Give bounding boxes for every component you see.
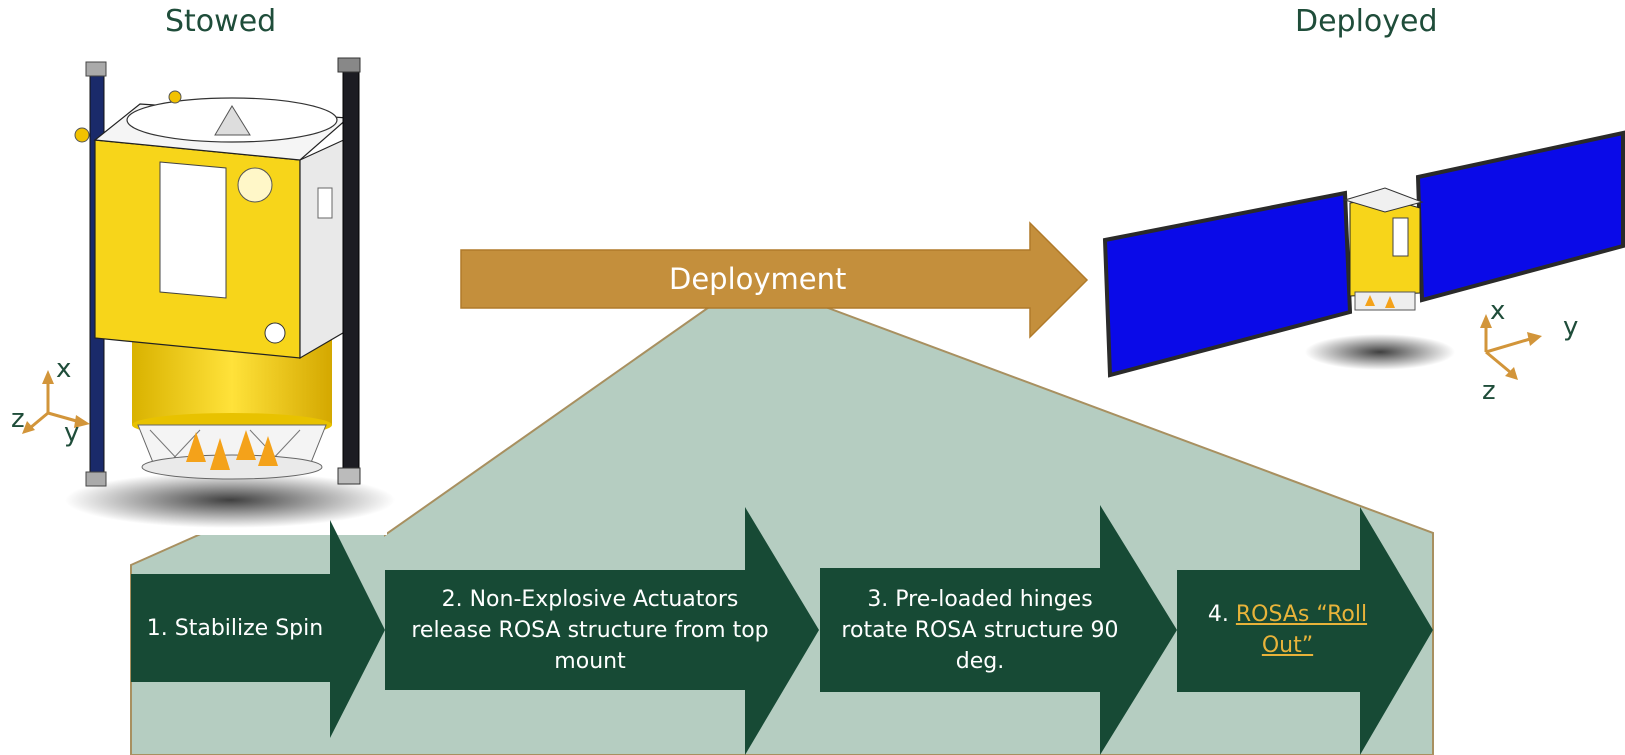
step-4-prefix: 4.: [1207, 602, 1236, 627]
deployed-axis-z-label: z: [1482, 376, 1496, 406]
stowed-axis-triad: [22, 370, 90, 434]
step-1-text: 1. Stabilize Spin: [146, 615, 324, 641]
step-arrow-3: [820, 505, 1177, 755]
deployment-arrow-label: Deployment: [669, 262, 847, 296]
deployed-axis-triad: [1480, 314, 1542, 380]
stowed-axis-x-label: x: [56, 354, 72, 384]
step-4-label: 4. ROSAs “Roll Out”: [1190, 590, 1385, 670]
rosa-roll-out-link[interactable]: ROSAs “Roll Out”: [1235, 602, 1368, 658]
step-3-label: 3. Pre-loaded hinges rotate ROSA structu…: [835, 582, 1125, 678]
deployment-arrow: [460, 221, 1089, 339]
stowed-axis-z-label: z: [11, 404, 25, 434]
step-3-text: 3. Pre-loaded hinges rotate ROSA structu…: [841, 586, 1119, 674]
deployed-axis-x-label: x: [1490, 296, 1506, 326]
step-2-text: 2. Non-Explosive Actuators release ROSA …: [411, 586, 769, 674]
step-2-label: 2. Non-Explosive Actuators release ROSA …: [400, 582, 780, 678]
stowed-title: Stowed: [165, 4, 277, 39]
deployed-title: Deployed: [1295, 4, 1438, 39]
step-1-label: 1. Stabilize Spin: [140, 590, 330, 666]
stowed-axis-y-label: y: [64, 418, 80, 448]
deployed-axis-y-label: y: [1563, 312, 1579, 342]
spacecraft-stowed-illustration: [62, 57, 395, 535]
step-arrow-2: [385, 507, 819, 755]
step-arrow-1: [131, 520, 385, 738]
step-arrow-4: [1177, 507, 1433, 755]
spacecraft-deployed-illustration: [1102, 130, 1625, 378]
